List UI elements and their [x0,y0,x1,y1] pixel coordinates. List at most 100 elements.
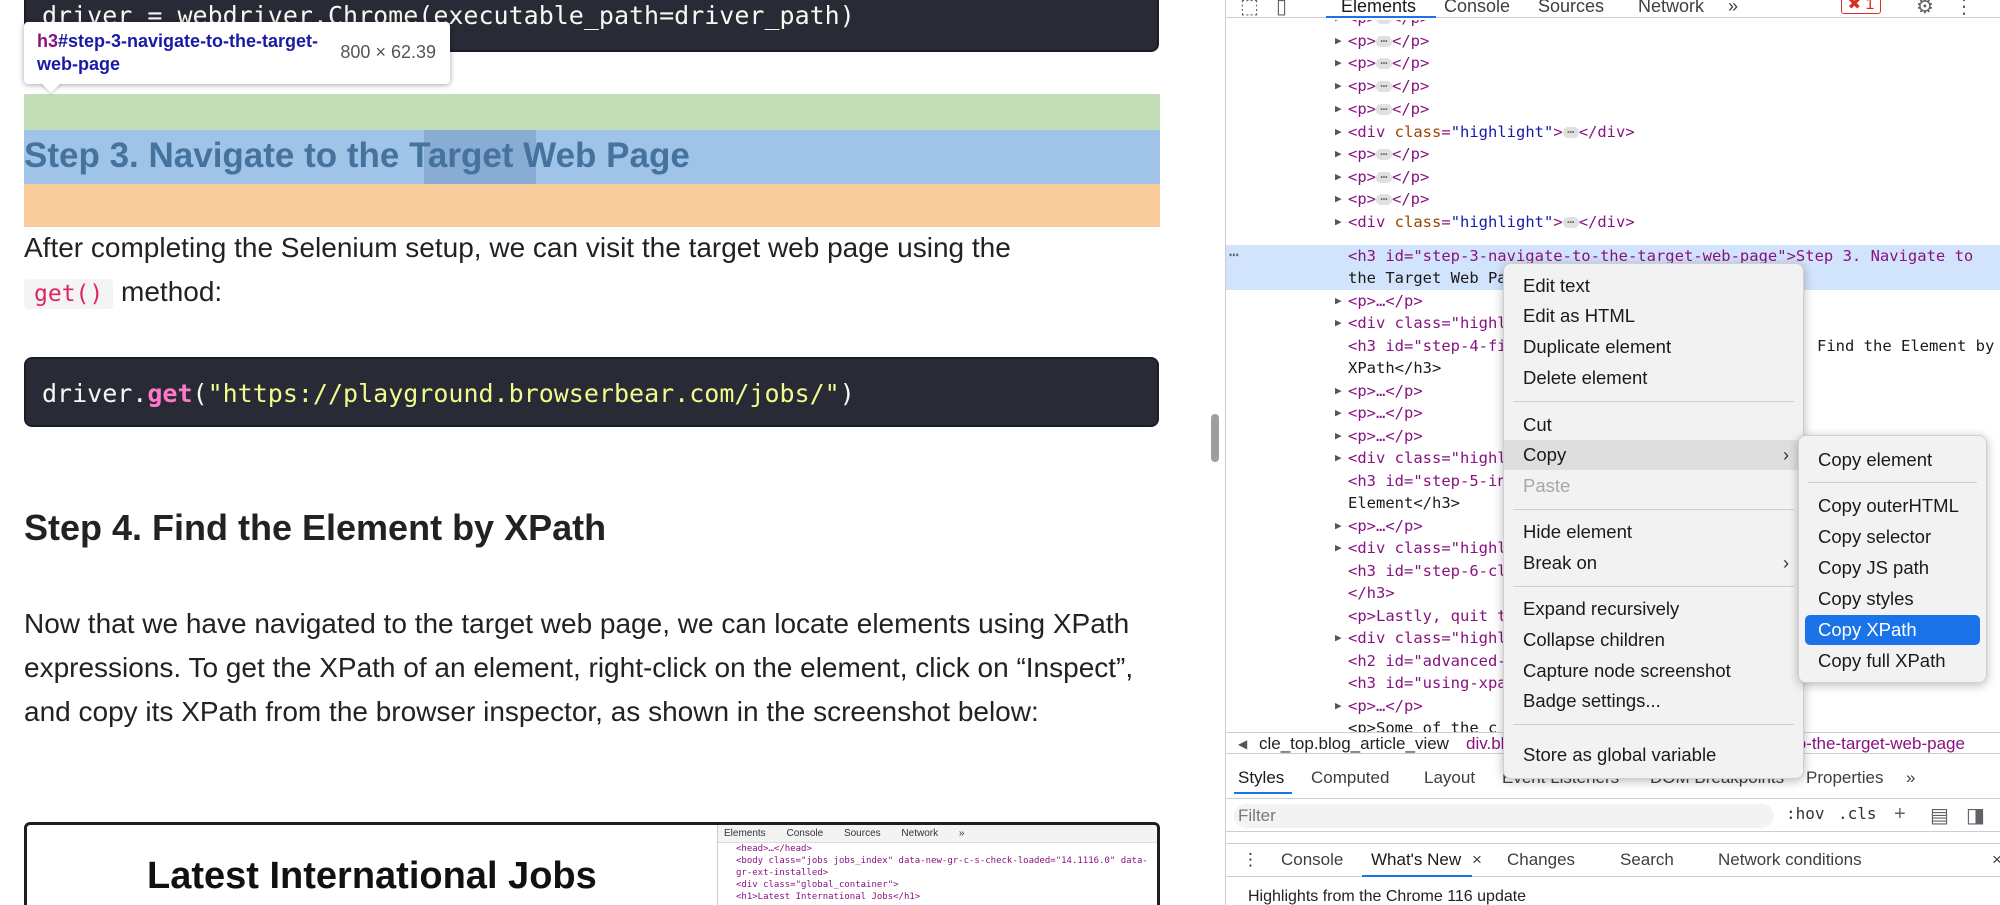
dom-node-div-highlight[interactable]: ▶<div class="highlight">…</div> [1335,122,1635,141]
node-actions-icon[interactable]: ⋯ [1229,245,1239,264]
dom-node[interactable]: ▶<div class="highl [1335,539,1507,557]
dom-node[interactable]: ▶<p>…</p> [1335,427,1423,445]
dom-node-p[interactable]: ▶<p>…</p> [1335,99,1430,118]
breadcrumb-item[interactable]: cle_top.blog_article_view [1259,734,1449,753]
menu-item-copy-xpath[interactable]: Copy XPath [1805,615,1980,645]
menu-item-delete-element[interactable]: Delete element [1523,367,1648,388]
dom-node-p[interactable]: ▶<p>…</p> [1335,53,1430,72]
dom-node[interactable]: <p>Lastly, quit t [1348,607,1507,625]
dom-node[interactable]: ▶<p>…</p> [1335,404,1423,422]
menu-item-copy-outerhtml[interactable]: Copy outerHTML [1818,495,1959,516]
drawer-tab-console[interactable]: Console [1281,850,1344,869]
menu-item-collapse-children[interactable]: Collapse children [1523,629,1665,650]
tab-properties[interactable]: Properties [1806,768,1884,787]
inspect-highlight-margin [24,184,1160,227]
menu-item-copy[interactable]: Copy› [1504,440,1803,470]
paint-icon[interactable]: ▤ [1930,805,1949,827]
menu-item-edit-as-html[interactable]: Edit as HTML [1523,305,1636,326]
more-options-icon[interactable]: ⋮ [1954,0,1974,18]
breadcrumb-item[interactable]: div.bl [1466,734,1505,753]
inspect-tooltip: h3#step-3-navigate-to-the-target-web-pag… [24,22,450,84]
dom-node[interactable]: <h3 id="using-xpa [1348,674,1507,692]
dom-node[interactable]: <h2 id="advanced- [1348,652,1507,670]
more-tabs-icon[interactable]: » [1906,768,1916,787]
dom-node[interactable]: <h3 id="step-5-in [1348,472,1507,490]
drawer-tab-whats-new[interactable]: What's New [1371,850,1462,869]
menu-item-hide-element[interactable]: Hide element [1523,521,1633,542]
error-count-badge[interactable]: ✖ 1 [1841,0,1881,14]
dom-node-h3-selected[interactable]: <h3 id="step-3-navigate-to-the-target-we… [1348,247,1974,265]
dom-node-p[interactable]: ▶<p>…</p> [1335,189,1430,208]
dom-node[interactable]: ▶<div class="highl [1335,449,1507,467]
drawer-tab-search[interactable]: Search [1620,850,1674,869]
menu-item-capture-node-screenshot[interactable]: Capture node screenshot [1523,660,1731,681]
copy-submenu: Copy element Copy outerHTML Copy selecto… [1798,435,1987,683]
menu-item-copy-styles[interactable]: Copy styles [1818,588,1914,609]
screenshot-dom-line: <head>…</head> [736,844,812,854]
sidebar-toggle-icon[interactable]: ◨ [1966,805,1985,827]
step3-heading[interactable]: Step 3. Navigate to the Target Web Page [24,136,690,175]
menu-item-copy-selector[interactable]: Copy selector [1818,526,1932,547]
menu-item-copy-element[interactable]: Copy element [1818,449,1933,470]
hov-toggle[interactable]: :hov [1786,804,1825,823]
menu-item-badge-settings[interactable]: Badge settings... [1523,690,1661,711]
menu-separator [1513,401,1794,402]
tab-computed[interactable]: Computed [1311,768,1390,787]
drawer-tab-network-conditions[interactable]: Network conditions [1718,850,1862,869]
screenshot-tab: » [958,828,965,839]
screenshot-dom-line: <body class="jobs jobs_index" data-new-g… [736,856,1148,866]
add-rule-icon[interactable]: + [1894,803,1906,825]
menu-item-break-on[interactable]: Break on› [1504,548,1803,578]
code-prefix: driver. [42,379,148,408]
close-icon[interactable]: × [1472,850,1482,869]
dom-node-p[interactable]: ▶<p>…</p> [1335,76,1430,95]
menu-item-store-as-global-variable[interactable]: Store as global variable [1523,744,1717,765]
tab-network[interactable]: Network [1638,0,1705,16]
dom-node-p[interactable]: ▶<p>…</p> [1335,31,1430,50]
gear-icon[interactable]: ⚙ [1916,0,1934,18]
breadcrumb-scroll-left-icon[interactable]: ◀ [1238,737,1248,751]
device-toolbar-icon[interactable]: ▯ [1276,0,1288,18]
dom-node-p[interactable]: ▶<p>…</p> [1335,144,1430,163]
menu-item-duplicate-element[interactable]: Duplicate element [1523,336,1672,357]
splitter-handle[interactable] [1211,414,1219,462]
more-tabs-icon[interactable]: » [1728,0,1739,16]
tab-sources[interactable]: Sources [1538,0,1605,16]
dom-node[interactable]: ▶<p>…</p> [1335,292,1423,310]
dom-node[interactable]: ▶<div class="highl [1335,314,1507,332]
tab-layout[interactable]: Layout [1424,768,1476,787]
drawer-tab-changes[interactable]: Changes [1507,850,1576,869]
filter-input[interactable] [1234,804,1774,828]
inline-code-get: get() [24,279,114,309]
menu-item-edit-text[interactable]: Edit text [1523,275,1590,296]
dom-node[interactable]: ▶<div class="highl [1335,629,1507,647]
dom-node[interactable]: ▶<p>…</p> [1335,697,1423,715]
menu-item-cut[interactable]: Cut [1523,414,1552,435]
dom-node: Element</h3> [1348,494,1460,512]
screenshot-devtools: Elements Console Sources Network » <head… [717,825,1157,905]
menu-item-copy-js-path[interactable]: Copy JS path [1818,557,1930,578]
inspect-element-icon[interactable]: ⬚ [1240,0,1259,18]
drawer-menu-icon[interactable]: ⋮ [1242,850,1259,869]
menu-item-copy-full-xpath[interactable]: Copy full XPath [1818,650,1946,671]
breadcrumb-item-current[interactable]: to-the-target-web-page [1792,734,1965,753]
cls-toggle[interactable]: .cls [1838,804,1877,823]
close-drawer-icon[interactable]: × [1992,850,2000,870]
dom-node-p[interactable]: ▶<p>…</p> [1226,20,2000,30]
screenshot-title: Latest International Jobs [147,855,597,897]
dom-node[interactable]: ▶<p>…</p> [1335,517,1423,535]
tab-styles[interactable]: Styles [1238,768,1285,787]
tab-console[interactable]: Console [1444,0,1511,16]
dom-node[interactable]: <p>Some of the c [1348,719,1498,732]
menu-item-expand-recursively[interactable]: Expand recursively [1523,598,1680,619]
dom-node-div-highlight[interactable]: ▶<div class="highlight">…</div> [1335,212,1635,231]
dom-node[interactable]: <h3 id="step-6-cl [1348,562,1507,580]
tooltip-arrow [40,82,62,93]
tab-elements[interactable]: Elements [1341,0,1417,16]
dom-node-p[interactable]: ▶<p>…</p> [1335,167,1430,186]
dom-node[interactable]: ▶<p>…</p> [1335,382,1423,400]
code-block-get: driver.get("https://playground.browserbe… [24,357,1159,427]
menu-item-paste: Paste [1523,475,1571,496]
inspect-highlight-content [24,130,1160,184]
